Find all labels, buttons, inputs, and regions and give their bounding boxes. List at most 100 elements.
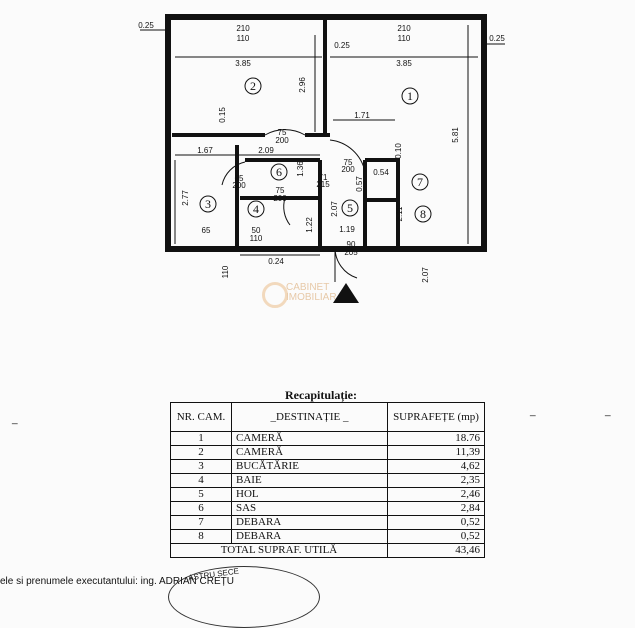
dimension-label: 50	[252, 226, 261, 235]
room-circle	[401, 87, 419, 105]
dimension-label: 0.10	[394, 143, 403, 159]
room-circle	[411, 173, 429, 191]
cell-area: 18.76	[387, 431, 485, 446]
dimension-label: 0.15	[218, 107, 227, 123]
dimension-lines	[140, 25, 505, 282]
entrance-arrow-icon	[333, 283, 359, 303]
margin-dash: _	[12, 414, 18, 425]
total-label: TOTAL SUPRAF. UTILĂ	[170, 543, 388, 558]
col-header-destination: _DESTINAȚIE _	[231, 402, 388, 432]
cell-nr: 8	[170, 529, 232, 544]
cell-destination: BAIE	[231, 473, 388, 488]
cell-area: 0,52	[387, 515, 485, 530]
dimension-label: 0.57	[355, 176, 364, 192]
dimension-label: 71	[319, 173, 328, 182]
interior-walls	[172, 20, 400, 246]
cell-nr: 4	[170, 473, 232, 488]
cell-destination: DEBARA	[231, 515, 388, 530]
cell-nr: 7	[170, 515, 232, 530]
dimension-label: 2.96	[298, 77, 307, 93]
room-circle	[244, 77, 262, 95]
total-row: TOTAL SUPRAF. UTILĂ 43,46	[170, 543, 485, 558]
room-circle	[414, 205, 432, 223]
room-circle	[341, 199, 359, 217]
dimension-label: 0.24	[268, 257, 284, 266]
watermark-line-2: IMOBILIAR	[286, 292, 337, 303]
dimension-label: 210	[397, 24, 411, 33]
dimension-label: 0.25	[138, 21, 154, 30]
dimension-label: 75	[344, 158, 353, 167]
cell-destination: BUCĂTĂRIE	[231, 459, 388, 474]
watermark-line-1: CABINET	[286, 282, 330, 293]
dimension-label: 3.85	[235, 59, 251, 68]
room-numbers: 1 2 3 4 5 6 7 8	[199, 77, 432, 223]
dimension-label: 3.85	[396, 59, 412, 68]
cell-area: 4,62	[387, 459, 485, 474]
dimension-label: 5.81	[451, 127, 460, 143]
dimension-label: 2.07	[421, 267, 430, 283]
dimension-label: 205	[344, 248, 358, 257]
cell-area: 2,35	[387, 473, 485, 488]
cell-nr: 2	[170, 445, 232, 460]
dimension-label: 110	[221, 265, 230, 278]
dimension-label: 1.19	[339, 225, 355, 234]
cell-nr: 6	[170, 501, 232, 516]
dimension-label: 65	[235, 174, 244, 183]
executant-footer: ele si prenumele executantului: ing. ADR…	[0, 576, 234, 587]
room-number: 8	[420, 207, 426, 221]
dimension-label: 2.11	[395, 206, 404, 222]
watermark-text: CABINET IMOBILIAR	[264, 283, 337, 303]
dimension-label: 1.71	[354, 111, 370, 120]
recap-header-row: NR. CAM. _DESTINAȚIE _ SUPRAFEȚE (mp)	[170, 402, 485, 432]
dimension-label: 2.77	[181, 190, 190, 206]
dimension-label: 215	[316, 180, 330, 189]
dimension-label: 0.25	[489, 34, 505, 43]
dimension-label: 200	[273, 194, 287, 203]
dimension-label: 1.22	[305, 217, 314, 233]
room-number: 1	[407, 89, 413, 103]
room-number: 5	[347, 201, 353, 215]
dimension-label: 110	[250, 234, 263, 243]
col-header-nr: NR. CAM.	[170, 402, 232, 432]
dimension-label: 210	[236, 24, 250, 33]
margin-dash: _	[530, 406, 536, 417]
col-header-area: SUPRAFEȚE (mp)	[387, 402, 485, 432]
dimension-label: 2.09	[258, 146, 274, 155]
cell-destination: CAMERĂ	[231, 445, 388, 460]
dimension-label: 2.07	[330, 201, 339, 217]
room-circle	[270, 163, 288, 181]
cell-area: 2,84	[387, 501, 485, 516]
room-circle	[199, 195, 217, 213]
recap-title: Recapitulație:	[285, 388, 357, 402]
cell-destination: SAS	[231, 501, 388, 516]
total-value: 43,46	[387, 543, 485, 558]
room-number: 4	[253, 202, 259, 216]
dimension-label: 200	[341, 165, 355, 174]
dimension-label: 65	[202, 226, 211, 235]
cell-area: 0,52	[387, 529, 485, 544]
room-number: 3	[205, 197, 211, 211]
room-number: 7	[417, 175, 423, 189]
room-number: 6	[276, 165, 282, 179]
cell-nr: 1	[170, 431, 232, 446]
cell-destination: CAMERĂ	[231, 431, 388, 446]
watermark-logo	[262, 282, 288, 308]
dimension-label: 75	[278, 128, 287, 137]
dimension-label: 0.54	[373, 168, 389, 177]
cell-nr: 5	[170, 487, 232, 502]
cell-destination: HOL	[231, 487, 388, 502]
dimension-label: 90	[347, 240, 356, 249]
room-number: 2	[250, 79, 256, 93]
dimension-label: 200	[275, 136, 289, 145]
